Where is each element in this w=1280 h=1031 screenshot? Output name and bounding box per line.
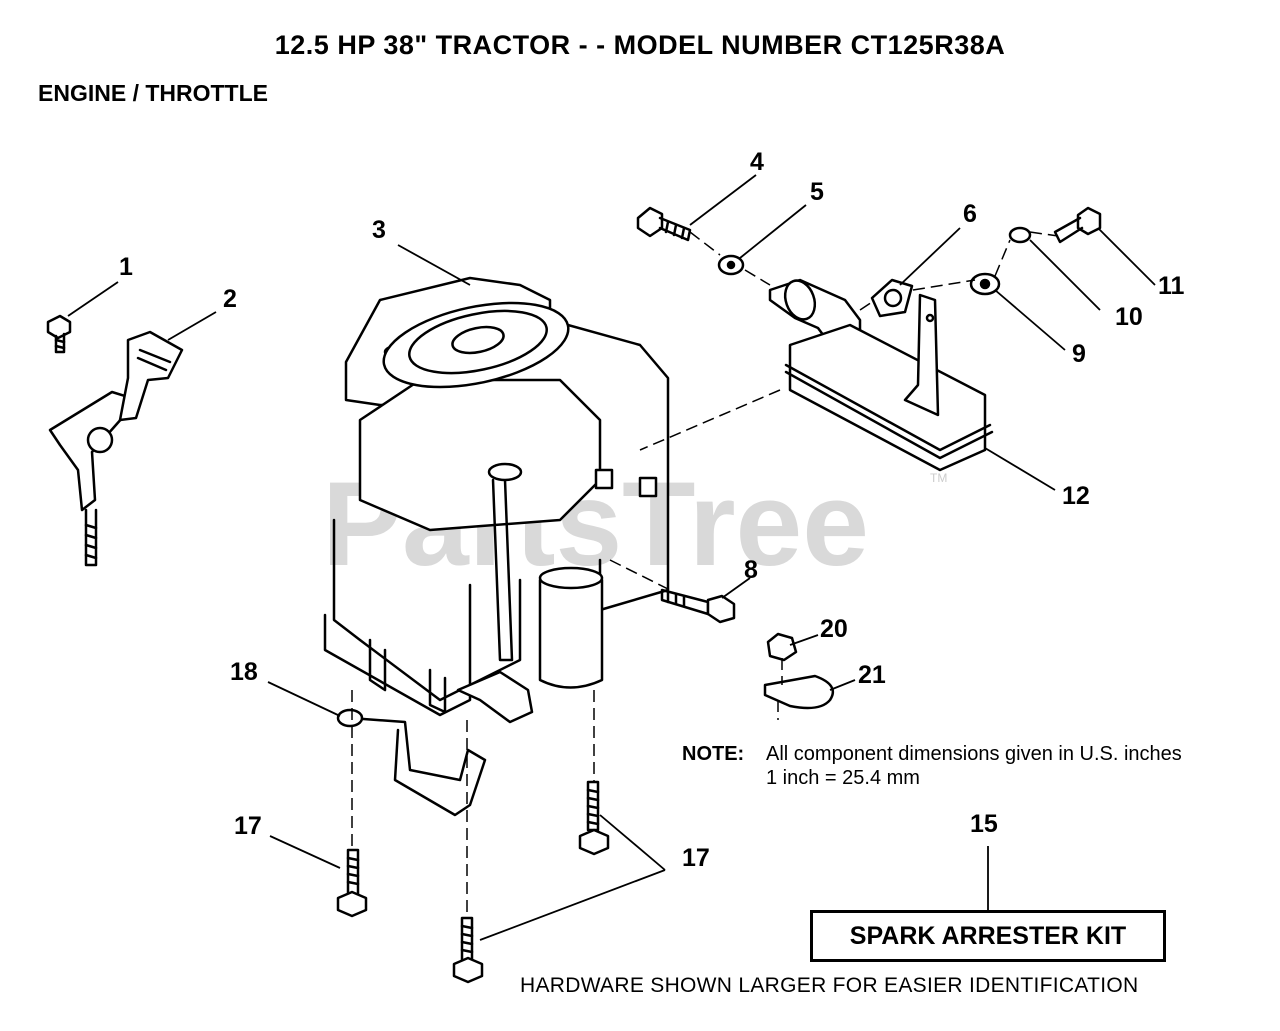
callout-1: 1 bbox=[119, 253, 133, 281]
callout-5: 5 bbox=[810, 178, 824, 206]
part-10-washer[interactable] bbox=[1008, 226, 1032, 244]
part-17-bolt-middle[interactable] bbox=[452, 916, 484, 984]
callout-21: 21 bbox=[858, 661, 886, 689]
callout-6: 6 bbox=[963, 200, 977, 228]
part-1-bolt[interactable] bbox=[46, 314, 72, 354]
callout-4: 4 bbox=[750, 148, 764, 176]
section-subtitle: ENGINE / THROTTLE bbox=[38, 80, 268, 106]
callout-10: 10 bbox=[1115, 303, 1143, 331]
callout-2: 2 bbox=[223, 285, 237, 313]
alignment-lines bbox=[351, 231, 1059, 918]
callout-3: 3 bbox=[372, 216, 386, 244]
part-11-bolt[interactable] bbox=[1053, 206, 1102, 244]
part-18-rod[interactable] bbox=[348, 716, 487, 817]
spark-arrester-kit-box[interactable]: SPARK ARRESTER KIT bbox=[810, 910, 1166, 962]
part-17-bolt-left[interactable] bbox=[336, 848, 368, 918]
diagram-title: 12.5 HP 38" TRACTOR - - MODEL NUMBER CT1… bbox=[274, 30, 1006, 60]
part-3-engine[interactable] bbox=[323, 276, 670, 724]
callout-17-right: 17 bbox=[682, 844, 710, 872]
part-6-gasket[interactable] bbox=[870, 278, 914, 318]
note-label: NOTE: bbox=[682, 743, 745, 765]
part-8-bolt[interactable] bbox=[660, 588, 736, 624]
leader-lines bbox=[67, 174, 1156, 941]
note-line-1: All component dimensions given in U.S. i… bbox=[766, 743, 1182, 765]
hardware-footnote: HARDWARE SHOWN LARGER FOR EASIER IDENTIF… bbox=[520, 974, 1139, 997]
callout-11: 11 bbox=[1158, 272, 1185, 300]
callout-8: 8 bbox=[744, 556, 758, 584]
part-2-throttle-control[interactable] bbox=[48, 330, 184, 567]
part-4-bolt[interactable] bbox=[636, 206, 692, 242]
callout-17-left: 17 bbox=[234, 812, 262, 840]
spark-arrester-kit-label: SPARK ARRESTER KIT bbox=[849, 921, 1127, 950]
dimension-note: NOTE: All component dimensions given in U… bbox=[682, 742, 1182, 790]
part-12-muffler[interactable] bbox=[784, 293, 994, 472]
part-21-clip[interactable] bbox=[763, 674, 835, 710]
watermark-trademark: TM bbox=[930, 471, 947, 485]
callout-18: 18 bbox=[230, 658, 258, 686]
callout-20: 20 bbox=[820, 615, 848, 643]
part-20-nut[interactable] bbox=[766, 632, 798, 662]
callout-9: 9 bbox=[1072, 340, 1086, 368]
callout-15: 15 bbox=[970, 810, 998, 838]
note-line-2: 1 inch = 25.4 mm bbox=[766, 767, 920, 789]
callout-12: 12 bbox=[1062, 482, 1090, 510]
